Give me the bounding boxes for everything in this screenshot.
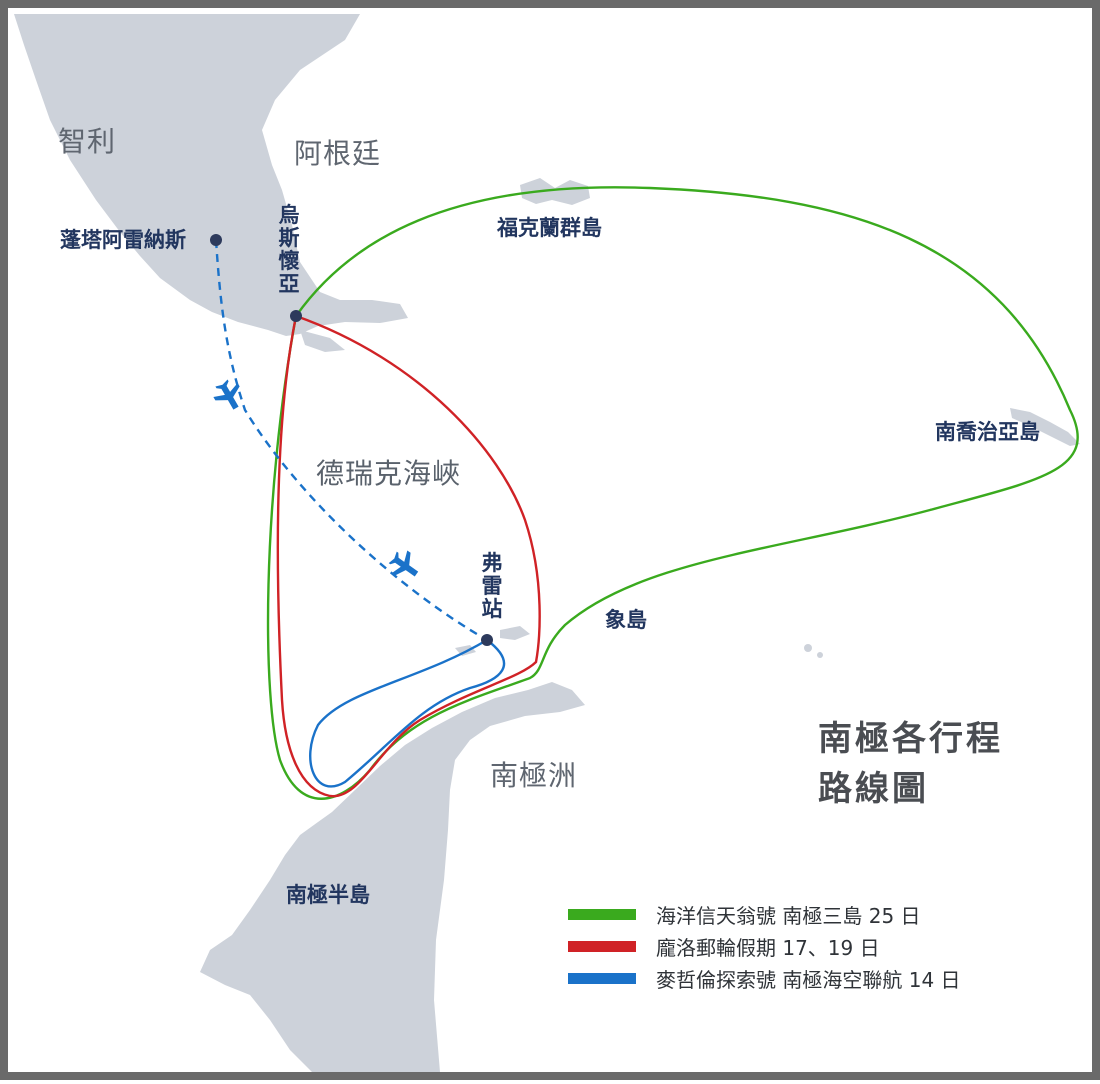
legend-label: 麥哲倫探索號 南極海空聯航 14 日	[656, 967, 961, 992]
legend-item: 海洋信天翁號 南極三島 25 日	[568, 898, 961, 930]
legend-swatch-red	[568, 940, 636, 952]
islet	[817, 652, 823, 658]
legend-item: 龐洛郵輪假期 17、19 日	[568, 930, 961, 962]
legend-item: 麥哲倫探索號 南極海空聯航 14 日	[568, 962, 961, 994]
legend-label: 龐洛郵輪假期 17、19 日	[656, 935, 880, 960]
marker-frei-station	[481, 634, 493, 646]
legend-label: 海洋信天翁號 南極三島 25 日	[656, 903, 921, 928]
flight-route	[214, 239, 488, 642]
map-title-line-2: 路線圖	[818, 769, 929, 809]
label-chile: 智利	[58, 125, 117, 158]
route-blue	[309, 638, 506, 788]
label-argentina: 阿根廷	[294, 137, 382, 170]
plane-icon	[213, 379, 240, 410]
label-antarctic-peninsula: 南極半島	[286, 883, 370, 907]
plane-icon	[388, 550, 419, 577]
legend-swatch-blue	[568, 972, 636, 984]
marker-punta-arenas	[210, 234, 222, 246]
route-red	[276, 314, 541, 798]
label-punta-arenas: 蓬塔阿雷納斯	[60, 228, 186, 252]
falkland-islands-shape	[520, 178, 590, 205]
route-green	[266, 186, 1079, 800]
label-elephant-island: 象島	[605, 608, 647, 632]
south-georgia-shape	[1010, 408, 1080, 446]
antarctica-land	[200, 682, 585, 1072]
fuegian-islands	[300, 330, 345, 352]
label-drake-passage: 德瑞克海峽	[316, 457, 462, 490]
south-shetland-islands	[500, 626, 530, 640]
map-title-line-1: 南極各行程	[818, 719, 1003, 759]
label-falklands: 福克蘭群島	[497, 216, 602, 240]
islet	[804, 644, 812, 652]
south-america-land	[14, 14, 408, 336]
label-antarctica: 南極洲	[490, 759, 578, 792]
legend: 海洋信天翁號 南極三島 25 日 龐洛郵輪假期 17、19 日 麥哲倫探索號 南…	[568, 898, 961, 994]
marker-ushuaia	[290, 310, 302, 322]
label-ushuaia: 烏斯懷亞	[278, 203, 300, 297]
label-south-georgia: 南喬治亞島	[935, 420, 1040, 444]
label-frei-station: 弗雷站	[481, 551, 503, 622]
legend-swatch-green	[568, 908, 636, 920]
